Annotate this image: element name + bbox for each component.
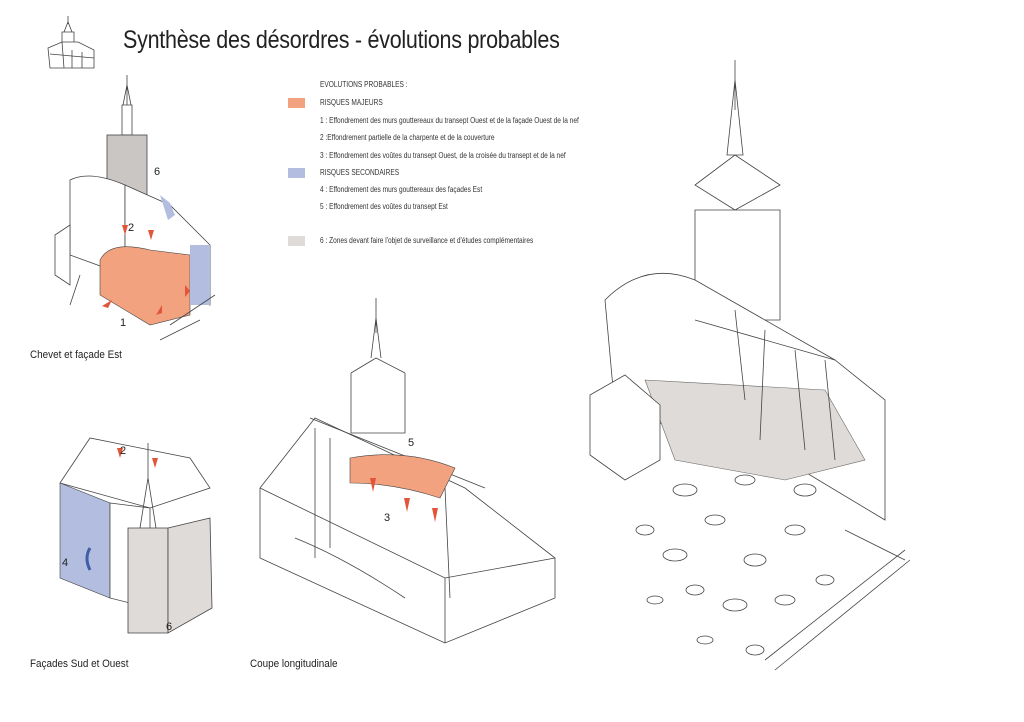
label-6: 6 [166,621,173,633]
drawing-chevet [54,75,216,341]
label-5: 5 [408,437,415,449]
legend-item-1: 1 : Effondrement des murs gouttereaux du… [320,116,579,125]
caption-coupe: Coupe longitudinale [250,658,338,670]
label-1: 1 [120,317,127,329]
legend-item-2: 2 :Effondrement partielle de la charpent… [320,133,495,142]
legend-item-5: 5 : Effondrement des voûtes du transept … [320,202,448,211]
label-4: 4 [62,557,69,569]
legend-major-label: RISQUES MAJEURS [320,98,383,107]
swatch-major [288,98,305,108]
label-2: 2 [128,222,135,234]
drawing-coupe [259,298,556,644]
legend-item-6: 6 : Zones devant faire l'objet de survei… [320,236,534,245]
label-3: 3 [384,512,391,524]
page-title: Synthèse des désordres - évolutions prob… [123,26,560,54]
caption-facades: Façades Sud et Ouest [30,658,129,670]
swatch-secondary [288,168,305,178]
church-logo [47,16,95,69]
legend-item-4: 4 : Effondrement des murs gouttereaux de… [320,185,483,194]
caption-chevet: Chevet et façade Est [30,349,122,361]
label-2: 2 [120,445,127,457]
label-6: 6 [154,166,161,178]
legend-item-3: 3 : Effondrement des voûtes du transept … [320,151,566,160]
legend-heading: EVOLUTIONS PROBABLES : [320,80,408,89]
swatch-monitor [288,236,305,246]
legend-secondary-label: RISQUES SECONDAIRES [320,168,400,177]
drawing-facades [59,437,213,634]
drawing-ruin [589,60,911,671]
